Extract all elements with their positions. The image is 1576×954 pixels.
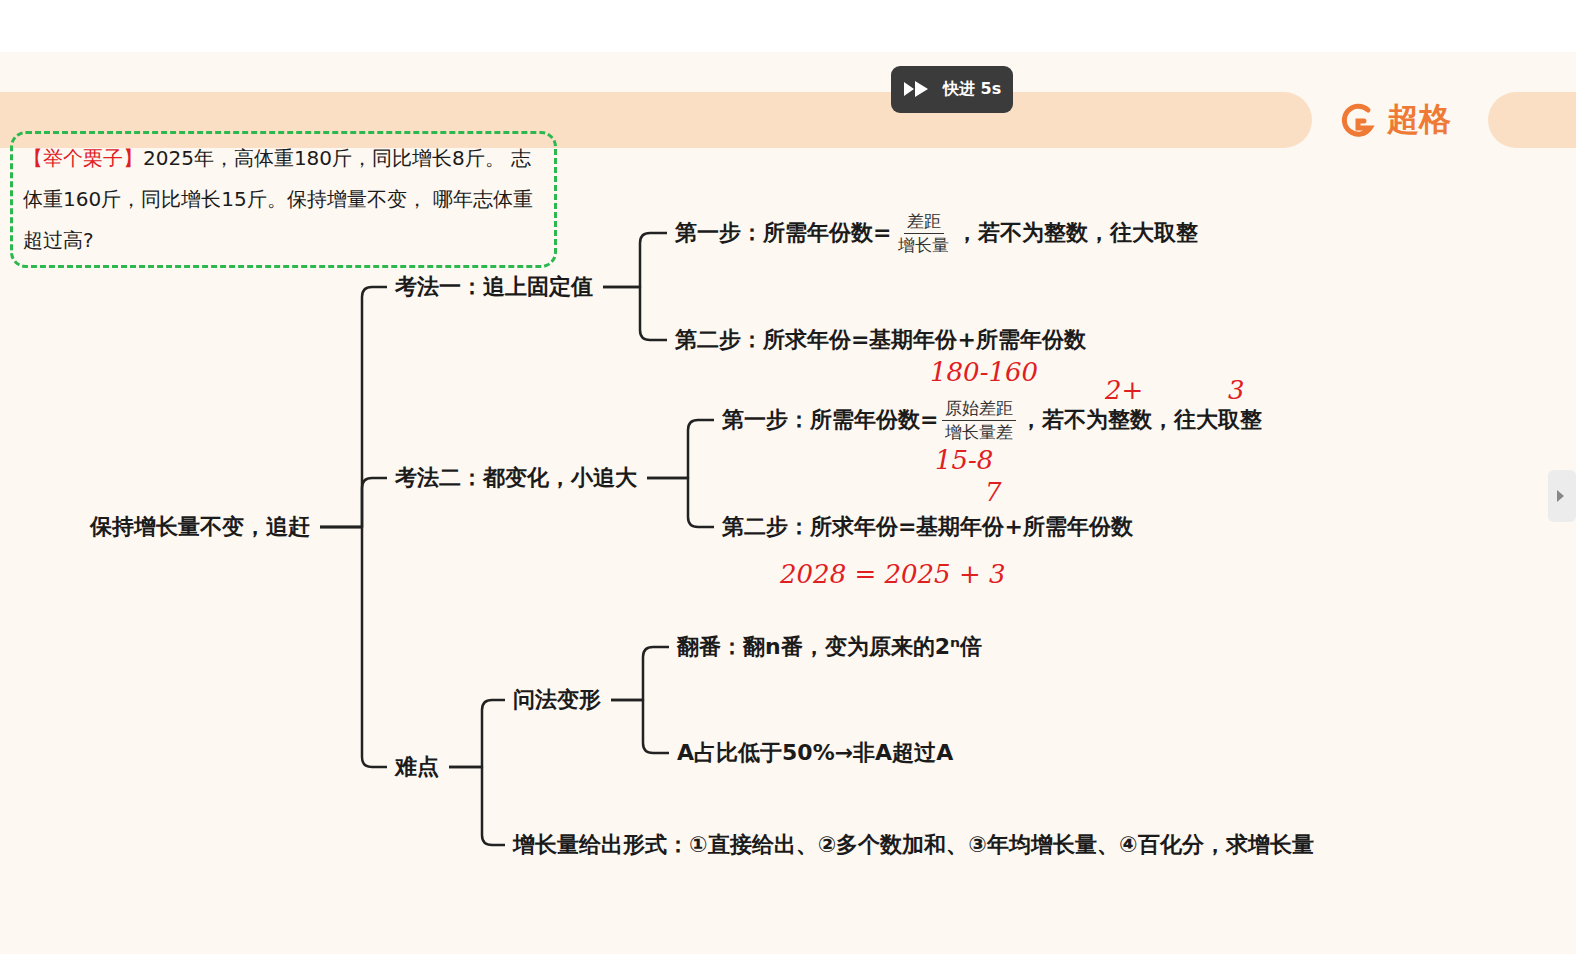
handwritten-note: 180-160 — [930, 357, 1038, 387]
example-box: 【举个栗子】2025年，高体重180斤，同比增长8斤。 志体重160斤，同比增长… — [10, 131, 557, 268]
node-text: 考法一：追上固定值 — [395, 272, 593, 302]
mindmap-node: 难点 — [395, 752, 439, 782]
bracket-connector — [611, 647, 669, 700]
node-text: 保持增长量不变，追赶 — [90, 512, 310, 542]
mindmap-node: 第一步：所需年份数=原始差距增长量差，若不为整数，往大取整 — [722, 397, 1262, 442]
node-text: 问法变形 — [513, 685, 601, 715]
node-text: 考法二：都变化，小追大 — [395, 463, 637, 493]
logo-text: 超格 — [1387, 98, 1451, 142]
node-text: ，若不为整数，往大取整 — [1020, 405, 1262, 435]
bracket-connector — [449, 700, 505, 767]
mindmap-node: 保持增长量不变，追赶 — [90, 512, 310, 542]
bracket-connector — [320, 527, 387, 767]
side-tab — [1548, 470, 1576, 522]
logo-icon — [1344, 106, 1370, 134]
node-text: 难点 — [395, 752, 439, 782]
node-text: 第一步：所需年份数= — [722, 405, 938, 435]
node-text: 翻番：翻n番，变为原来的2ⁿ倍 — [677, 632, 982, 662]
mindmap-node: 考法一：追上固定值 — [395, 272, 593, 302]
node-text: 第二步：所求年份=基期年份+所需年份数 — [675, 325, 1086, 355]
bracket-connector — [647, 420, 714, 478]
node-text: 第一步：所需年份数= — [675, 218, 891, 248]
header-band — [0, 92, 1312, 148]
bracket-connector — [603, 233, 667, 287]
numerator: 原始差距 — [942, 397, 1016, 420]
bracket-connector — [647, 478, 714, 527]
button-label: 快进 5s — [943, 79, 1001, 100]
node-text: 增长量给出形式：①直接给出、②多个数加和、③年均增长量、④百化分，求增长量 — [513, 830, 1314, 860]
mindmap-node: 问法变形 — [513, 685, 601, 715]
bracket-connector — [449, 767, 505, 845]
handwritten-note: 3 — [1228, 375, 1245, 405]
play-icon — [904, 81, 928, 97]
header-band-right — [1488, 92, 1576, 148]
numerator: 差距 — [904, 210, 944, 233]
side-tab-arrow — [1557, 490, 1564, 502]
mindmap-node: A占比低于50%→非A超过A — [677, 738, 953, 768]
handwritten-note: 7 — [985, 477, 1002, 507]
mindmap-node: 翻番：翻n番，变为原来的2ⁿ倍 — [677, 632, 982, 662]
mindmap-node: 增长量给出形式：①直接给出、②多个数加和、③年均增长量、④百化分，求增长量 — [513, 830, 1314, 860]
denominator: 增长量 — [895, 234, 952, 256]
mindmap-node: 第二步：所求年份=基期年份+所需年份数 — [722, 512, 1133, 542]
mindmap-node: 第二步：所求年份=基期年份+所需年份数 — [675, 325, 1086, 355]
example-heading: 【举个栗子】 — [23, 146, 143, 170]
node-text: A占比低于50%→非A超过A — [677, 738, 953, 768]
bracket-connector — [320, 478, 387, 527]
node-text: 第二步：所求年份=基期年份+所需年份数 — [722, 512, 1133, 542]
mindmap-node: 第一步：所需年份数=差距增长量，若不为整数，往大取整 — [675, 210, 1198, 255]
bracket-connector — [320, 287, 387, 527]
fraction: 差距增长量 — [895, 210, 952, 255]
fraction: 原始差距增长量差 — [942, 397, 1016, 442]
top-bar — [0, 0, 1576, 52]
bracket-connector — [611, 700, 669, 753]
denominator: 增长量差 — [942, 421, 1016, 443]
handwritten-note: 15-8 — [935, 445, 993, 475]
handwritten-note: 2028 = 2025 + 3 — [780, 559, 1006, 589]
handwritten-note: 2+ — [1105, 375, 1143, 405]
bracket-connector — [603, 287, 667, 340]
button-bg — [891, 66, 1013, 113]
node-text: ，若不为整数，往大取整 — [956, 218, 1198, 248]
mindmap-node: 考法二：都变化，小追大 — [395, 463, 637, 493]
